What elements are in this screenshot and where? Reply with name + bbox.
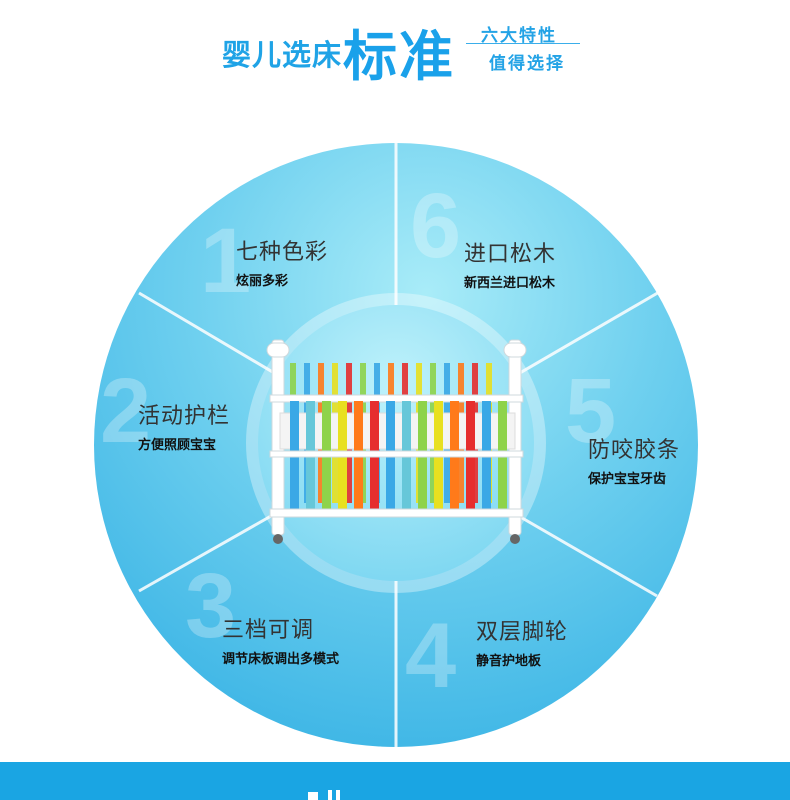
header-side-top: 六大特性: [481, 26, 557, 46]
header-divider: [466, 43, 580, 44]
feature-title: 进口松木: [464, 242, 557, 267]
feature-subtitle: 方便照顾宝宝: [138, 438, 217, 453]
feature-subtitle: 炫丽多彩: [236, 274, 289, 289]
bottom-logo-fragment: [308, 790, 340, 800]
feature-title: 双层脚轮: [476, 620, 569, 645]
feature-number-2: 2: [100, 360, 152, 462]
feature-title: 三档可调: [222, 618, 315, 643]
feature-number-3: 3: [185, 555, 237, 657]
header-lead: 婴儿选床: [222, 38, 343, 72]
feature-title: 防咬胶条: [588, 438, 681, 463]
feature-number-4: 4: [405, 605, 457, 707]
feature-2: 活动护栏 方便照顾宝宝: [138, 398, 230, 453]
feature-subtitle: 调节床板调出多模式: [222, 652, 340, 667]
feature-1: 七种色彩 炫丽多彩: [236, 234, 328, 289]
feature-6: 进口松木 新西兰进口松木: [464, 236, 556, 291]
feature-4: 双层脚轮 静音护地板: [476, 614, 568, 669]
crib-image: [266, 339, 527, 544]
feature-number-6: 6: [410, 175, 462, 277]
header-emphasis: 标准: [343, 25, 455, 88]
feature-5: 防咬胶条 保护宝宝牙齿: [588, 432, 680, 487]
feature-wheel: [94, 143, 698, 747]
header-side-bottom: 值得选择: [489, 54, 565, 74]
feature-subtitle: 新西兰进口松木: [464, 276, 556, 291]
feature-title: 活动护栏: [138, 404, 231, 429]
bottom-banner: [0, 762, 790, 800]
feature-title: 七种色彩: [236, 240, 329, 265]
feature-3: 三档可调 调节床板调出多模式: [222, 612, 339, 667]
page-header: 婴儿选床 标准 六大特性 值得选择: [0, 0, 790, 88]
feature-number-1: 1: [200, 210, 252, 312]
feature-subtitle: 保护宝宝牙齿: [588, 472, 667, 487]
feature-subtitle: 静音护地板: [476, 654, 542, 669]
feature-number-5: 5: [565, 360, 617, 462]
